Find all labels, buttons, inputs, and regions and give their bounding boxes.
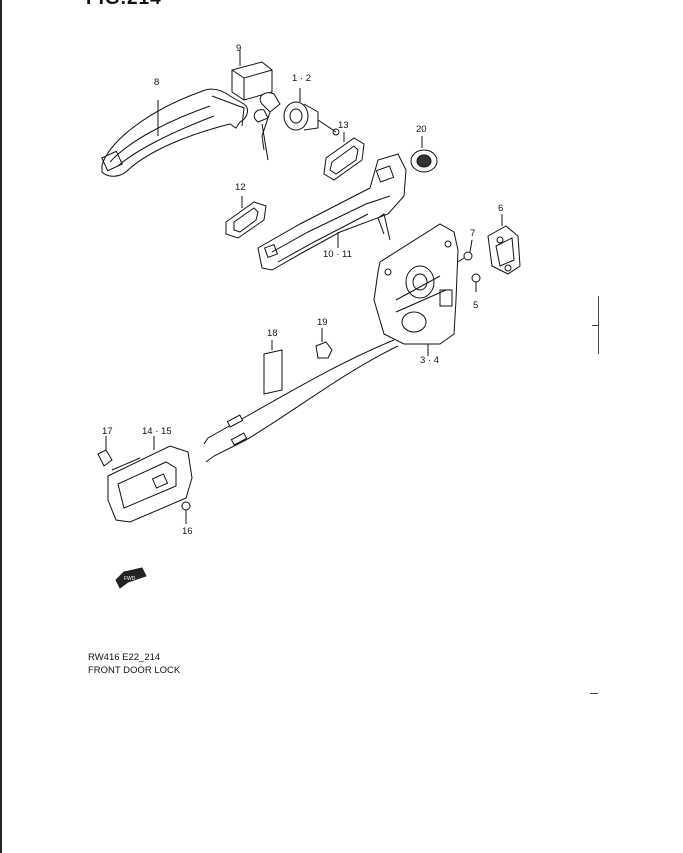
callout-7: 7 <box>470 228 476 239</box>
handle-frame-part <box>257 153 407 271</box>
page-mark <box>590 693 598 694</box>
grommet-part <box>410 136 438 173</box>
inside-handle-part <box>107 436 193 523</box>
pad-part <box>263 340 283 395</box>
callout-19: 19 <box>317 317 328 328</box>
outside-handle-part <box>101 88 248 177</box>
callout-8: 8 <box>154 77 160 88</box>
lock-cables <box>203 339 399 463</box>
page-border <box>0 0 2 853</box>
clip-part <box>315 328 333 359</box>
gasket-part <box>323 132 365 181</box>
callout-16: 16 <box>182 526 193 537</box>
inside-handle-cap-part <box>97 436 113 467</box>
callout-9: 9 <box>236 43 242 54</box>
figure-title: FIG.214 <box>86 0 162 10</box>
fwd-arrow-icon: FWD <box>115 567 147 589</box>
screw-part-7 <box>457 239 473 263</box>
model-code: RW416 E22_214 <box>88 652 161 663</box>
callout-10-11: 10 · 11 <box>323 249 352 260</box>
fwd-label: FWD <box>124 576 136 582</box>
callout-5: 5 <box>473 300 479 311</box>
callout-3-4: 3 · 4 <box>420 355 440 366</box>
callout-13: 13 <box>338 120 349 131</box>
key-cylinder-part <box>253 88 340 161</box>
page-mark <box>592 325 599 326</box>
callout-20: 20 <box>416 124 427 135</box>
callout-1-2: 1 · 2 <box>292 73 312 84</box>
door-lock-assembly-part <box>373 213 459 356</box>
callout-14-15: 14 · 15 <box>142 426 172 437</box>
handle-cap-part <box>231 50 273 101</box>
screw-part-16 <box>181 501 191 524</box>
callout-17: 17 <box>102 426 113 437</box>
diagram-caption: FRONT DOOR LOCK <box>88 665 181 676</box>
callout-6: 6 <box>498 203 504 214</box>
rear-gasket-part <box>225 196 267 239</box>
callout-12: 12 <box>235 182 246 193</box>
striker-part <box>487 214 521 275</box>
screw-part-5 <box>471 273 481 292</box>
callout-18: 18 <box>267 328 278 339</box>
